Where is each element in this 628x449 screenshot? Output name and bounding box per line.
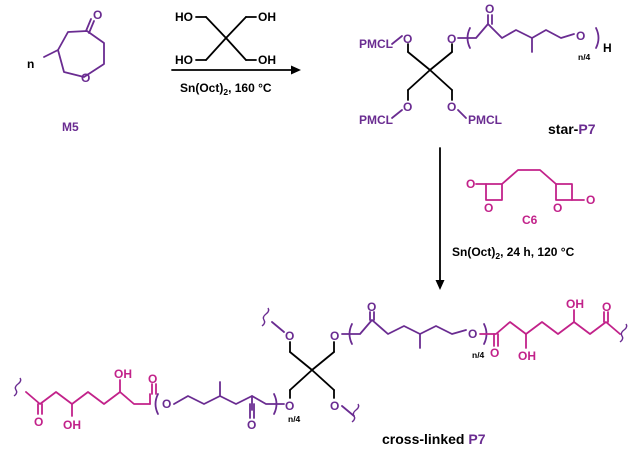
reagent-ho-2: HO <box>175 53 193 67</box>
lower-crosslink-oh-2: OH <box>63 418 81 432</box>
upper-repeat-n4: n/4 <box>472 350 485 360</box>
cross-linked-p7-label: cross-linked P7 <box>382 431 486 447</box>
star-arm-o-bottom-left: O <box>403 100 412 114</box>
lower-crosslink-carbonyl-o: O <box>148 372 157 386</box>
upper-chain-end-o: O <box>468 327 477 341</box>
reagent-oh-2: OH <box>258 53 276 67</box>
star-chain-o: O <box>447 32 456 46</box>
star-arm-o-top-left: O <box>403 32 412 46</box>
pentaerythritol-reagent: HO OH HO OH <box>175 10 276 67</box>
core-o-lower-right: O <box>330 399 339 413</box>
upper-chain-carbonyl-o: O <box>367 300 376 314</box>
c6-o-left-carbonyl: O <box>466 177 475 191</box>
crosslinker-c6-structure: O O O O C6 <box>466 169 595 227</box>
star-end-h: H <box>603 41 612 55</box>
upper-crosslink-carbonyl-o-2: O <box>602 300 611 314</box>
star-arm-pmcl-bottom-left: PMCL <box>359 113 393 127</box>
monomer-m5-label: M5 <box>62 120 79 134</box>
lower-crosslink-carbonyl-o-2: O <box>34 415 43 429</box>
m5-ring-o: O <box>81 71 90 85</box>
step2-conditions: Sn(Oct)2, 24 h, 120 °C <box>452 245 575 261</box>
reagent-oh-1: OH <box>258 10 276 24</box>
crosslinker-c6-label: C6 <box>522 213 538 227</box>
cross-linked-p7-structure: O O O O O n/4 O OH OH O O <box>13 297 628 432</box>
upper-crosslink-oh-2: OH <box>566 297 584 311</box>
star-p7-structure: O PMCL O PMCL O PMCL O O O H n/4 <box>359 2 612 127</box>
lower-crosslink-oh-1: OH <box>114 367 132 381</box>
reaction-arrow-1 <box>171 65 301 75</box>
star-arm-pmcl-top-left: PMCL <box>359 37 393 51</box>
core-o-upper-left: O <box>285 329 294 343</box>
lower-chain-carbonyl-o: O <box>247 418 256 432</box>
step1-conditions: Sn(Oct)2, 160 °C <box>180 81 272 97</box>
c6-o-right-carbonyl: O <box>586 193 595 207</box>
reaction-arrow-2 <box>435 147 445 290</box>
lower-repeat-n4: n/4 <box>288 414 301 424</box>
upper-crosslink-carbonyl-o: O <box>490 346 499 360</box>
monomer-m5-structure: n O O M5 <box>27 8 105 134</box>
core-o-upper-right: O <box>330 329 339 343</box>
upper-crosslink-oh-1: OH <box>518 349 536 363</box>
star-arm-pmcl-bottom-right: PMCL <box>468 113 502 127</box>
core-o-lower-left: O <box>285 399 294 413</box>
star-arm-o-bottom-right: O <box>447 100 456 114</box>
star-carbonyl-o: O <box>485 2 494 16</box>
m5-carbonyl-o: O <box>93 8 102 22</box>
c6-o-left-ring: O <box>484 201 493 215</box>
star-p7-label: star-P7 <box>548 121 596 137</box>
lower-chain-end-o: O <box>162 397 171 411</box>
c6-o-right-ring: O <box>553 201 562 215</box>
reagent-ho-1: HO <box>175 10 193 24</box>
star-end-o: O <box>576 29 585 43</box>
star-repeat-n4: n/4 <box>578 52 591 62</box>
coefficient-n: n <box>27 57 34 71</box>
